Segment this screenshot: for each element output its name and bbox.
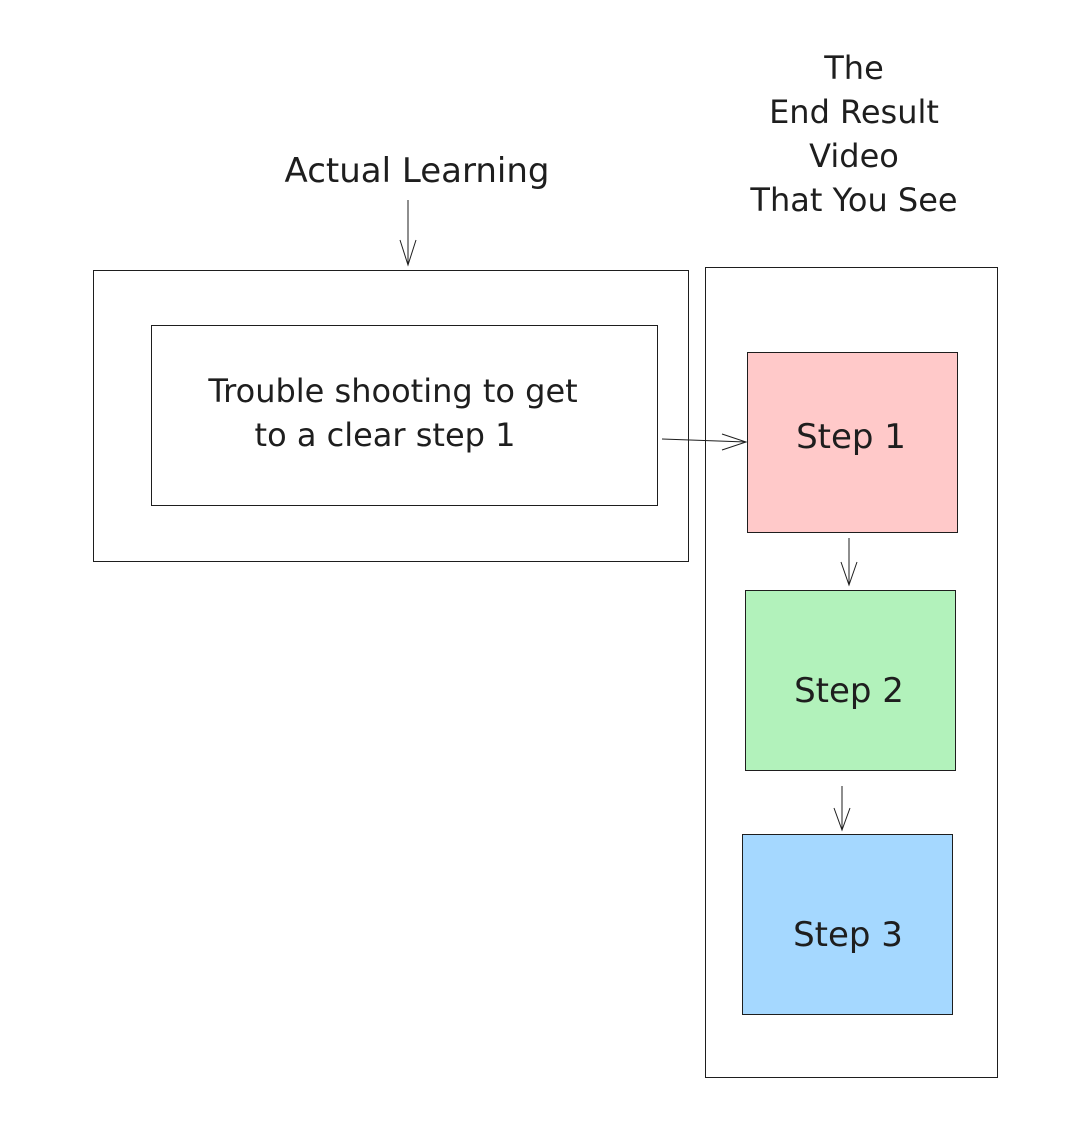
end-result-line-1: The xyxy=(823,49,884,87)
end-result-line-2: End Result xyxy=(769,93,939,131)
step-2-box xyxy=(745,590,956,771)
arrow-step1-to-step2 xyxy=(840,538,858,587)
arrow-actual-learning-to-box xyxy=(399,200,417,267)
arrow-step2-to-step3 xyxy=(833,786,851,832)
actual-learning-container xyxy=(93,270,689,562)
step-2-label: Step 2 xyxy=(794,671,904,711)
troubleshooting-line-1: Trouble shooting to get xyxy=(207,372,577,410)
step-3-label: Step 3 xyxy=(793,915,903,955)
actual-learning-label: Actual Learning xyxy=(285,151,550,191)
arrow-troubleshoot-to-step1 xyxy=(661,433,748,451)
step-1-box xyxy=(747,352,958,533)
step-1-label: Step 1 xyxy=(796,417,906,457)
end-result-line-4: That You See xyxy=(749,181,957,219)
end-result-container xyxy=(705,267,998,1078)
end-result-label: The End Result Video That You See xyxy=(749,49,957,219)
end-result-line-3: Video xyxy=(809,137,899,175)
step-3-box xyxy=(742,834,953,1015)
troubleshooting-box xyxy=(151,325,658,506)
troubleshooting-line-2: to a clear step 1 xyxy=(255,416,516,454)
